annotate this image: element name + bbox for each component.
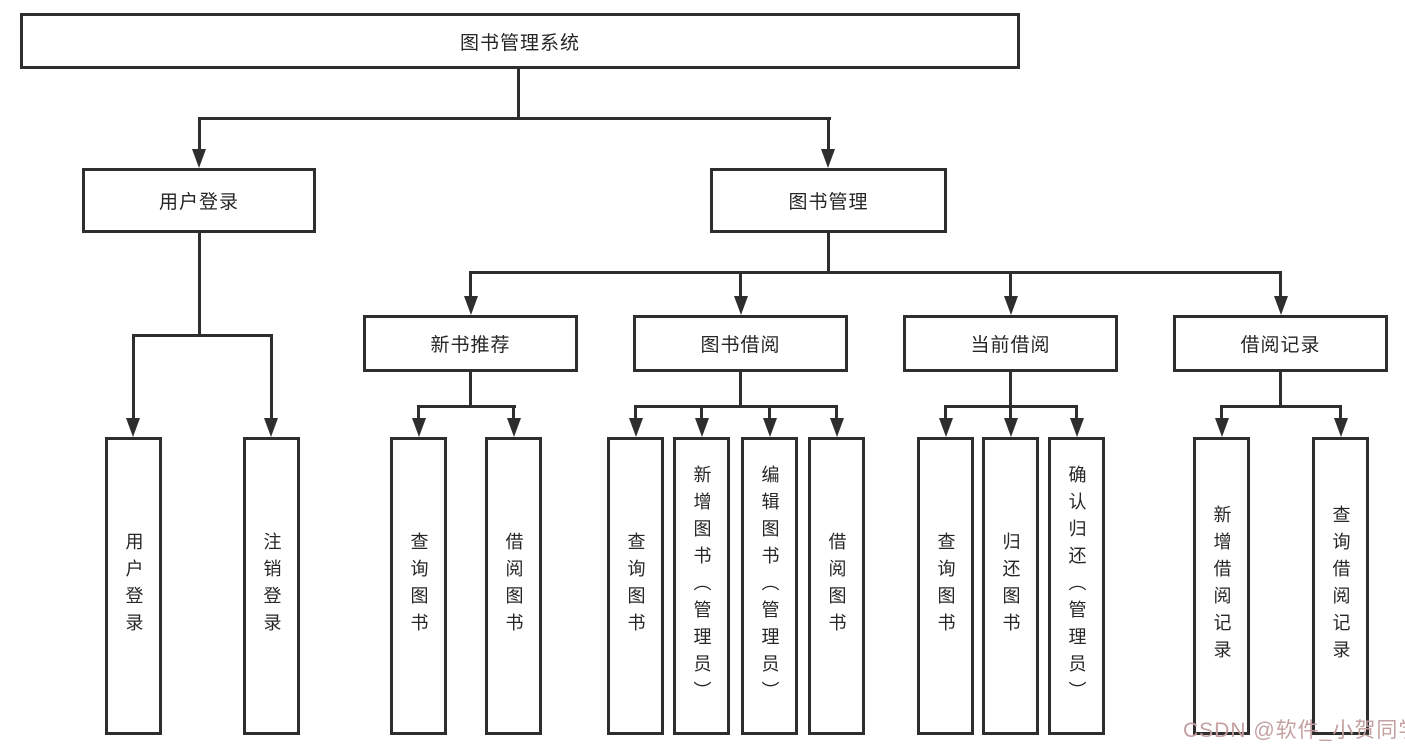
leaf-record-add: 新增借阅记录: [1193, 437, 1250, 735]
leaf-current-return: 归还图书: [982, 437, 1039, 735]
connector: [198, 117, 831, 120]
connector: [512, 405, 515, 419]
arrow-down-icon: [1004, 418, 1018, 437]
arrow-down-icon: [192, 149, 206, 168]
leaf-borrow-edit-admin: 编辑图书（管理员）: [741, 437, 798, 735]
connector: [417, 405, 516, 408]
connector: [1009, 372, 1012, 407]
node-borrow-record: 借阅记录: [1173, 315, 1388, 372]
arrow-down-icon: [1334, 418, 1348, 437]
connector: [768, 405, 771, 419]
leaf-borrow-edit-admin-label: 编辑图书（管理员）: [759, 464, 780, 708]
leaf-borrow-query: 查询图书: [607, 437, 664, 735]
leaf-newbook-borrow: 借阅图书: [485, 437, 542, 735]
node-book-management-label: 图书管理: [788, 192, 869, 213]
connector: [634, 405, 838, 408]
connector: [517, 69, 520, 119]
connector: [739, 372, 742, 407]
leaf-newbook-query: 查询图书: [390, 437, 447, 735]
arrow-down-icon: [1274, 296, 1288, 315]
connector: [469, 372, 472, 407]
connector: [1220, 405, 1223, 419]
connector: [1220, 405, 1342, 408]
leaf-newbook-query-label: 查询图书: [408, 532, 429, 640]
connector: [944, 405, 947, 419]
leaf-record-add-label: 新增借阅记录: [1211, 505, 1232, 667]
connector: [835, 405, 838, 419]
connector: [270, 334, 273, 420]
arrow-down-icon: [629, 418, 643, 437]
arrow-down-icon: [507, 418, 521, 437]
connector: [700, 405, 703, 419]
leaf-current-confirm-admin-label: 确认归还（管理员）: [1066, 464, 1087, 708]
leaf-borrow-borrow-label: 借阅图书: [826, 532, 847, 640]
arrow-down-icon: [763, 418, 777, 437]
leaf-current-return-label: 归还图书: [1000, 532, 1021, 640]
leaf-record-query: 查询借阅记录: [1312, 437, 1369, 735]
leaf-borrow-add-admin-label: 新增图书（管理员）: [691, 464, 712, 708]
leaf-logout-label: 注销登录: [261, 532, 282, 640]
leaf-user-login-label: 用户登录: [123, 532, 144, 640]
arrow-down-icon: [830, 418, 844, 437]
connector: [1009, 271, 1012, 297]
arrow-down-icon: [126, 418, 140, 437]
leaf-current-query: 查询图书: [917, 437, 974, 735]
connector: [469, 271, 472, 297]
node-current-borrow-label: 当前借阅: [970, 335, 1051, 356]
leaf-borrow-add-admin: 新增图书（管理员）: [673, 437, 730, 735]
node-book-borrow-label: 图书借阅: [700, 335, 781, 356]
arrow-down-icon: [1004, 296, 1018, 315]
node-book-management: 图书管理: [710, 168, 947, 233]
arrow-down-icon: [1215, 418, 1229, 437]
node-current-borrow: 当前借阅: [903, 315, 1118, 372]
connector: [739, 271, 742, 297]
connector: [198, 117, 201, 150]
arrow-down-icon: [695, 418, 709, 437]
node-new-book-recommend: 新书推荐: [363, 315, 578, 372]
node-new-book-recommend-label: 新书推荐: [430, 335, 511, 356]
connector: [132, 334, 273, 337]
connector: [1279, 271, 1282, 297]
connector: [1009, 405, 1012, 419]
csdn-watermark: CSDN @软件_小贺同学: [1183, 719, 1405, 742]
arrow-down-icon: [1070, 418, 1084, 437]
leaf-user-login: 用户登录: [105, 437, 162, 735]
node-user-login: 用户登录: [82, 168, 316, 233]
arrow-down-icon: [464, 296, 478, 315]
connector: [1075, 405, 1078, 419]
arrow-down-icon: [734, 296, 748, 315]
node-root-label: 图书管理系统: [459, 32, 580, 54]
connector: [132, 334, 135, 420]
connector: [469, 271, 1282, 274]
connector: [827, 233, 830, 273]
connector: [417, 405, 420, 419]
node-user-login-label: 用户登录: [158, 192, 239, 213]
connector: [634, 405, 637, 419]
node-borrow-record-label: 借阅记录: [1240, 335, 1321, 356]
arrow-down-icon: [939, 418, 953, 437]
leaf-current-confirm-admin: 确认归还（管理员）: [1048, 437, 1105, 735]
arrow-down-icon: [264, 418, 278, 437]
connector: [827, 117, 830, 150]
leaf-record-query-label: 查询借阅记录: [1330, 505, 1351, 667]
connector: [1279, 372, 1282, 407]
arrow-down-icon: [412, 418, 426, 437]
connector: [198, 233, 201, 337]
connector: [1339, 405, 1342, 419]
leaf-current-query-label: 查询图书: [935, 532, 956, 640]
leaf-newbook-borrow-label: 借阅图书: [503, 532, 524, 640]
node-root: 图书管理系统: [20, 13, 1020, 69]
leaf-borrow-borrow: 借阅图书: [808, 437, 865, 735]
arrow-down-icon: [821, 149, 835, 168]
leaf-logout: 注销登录: [243, 437, 300, 735]
node-book-borrow: 图书借阅: [633, 315, 848, 372]
leaf-borrow-query-label: 查询图书: [625, 532, 646, 640]
